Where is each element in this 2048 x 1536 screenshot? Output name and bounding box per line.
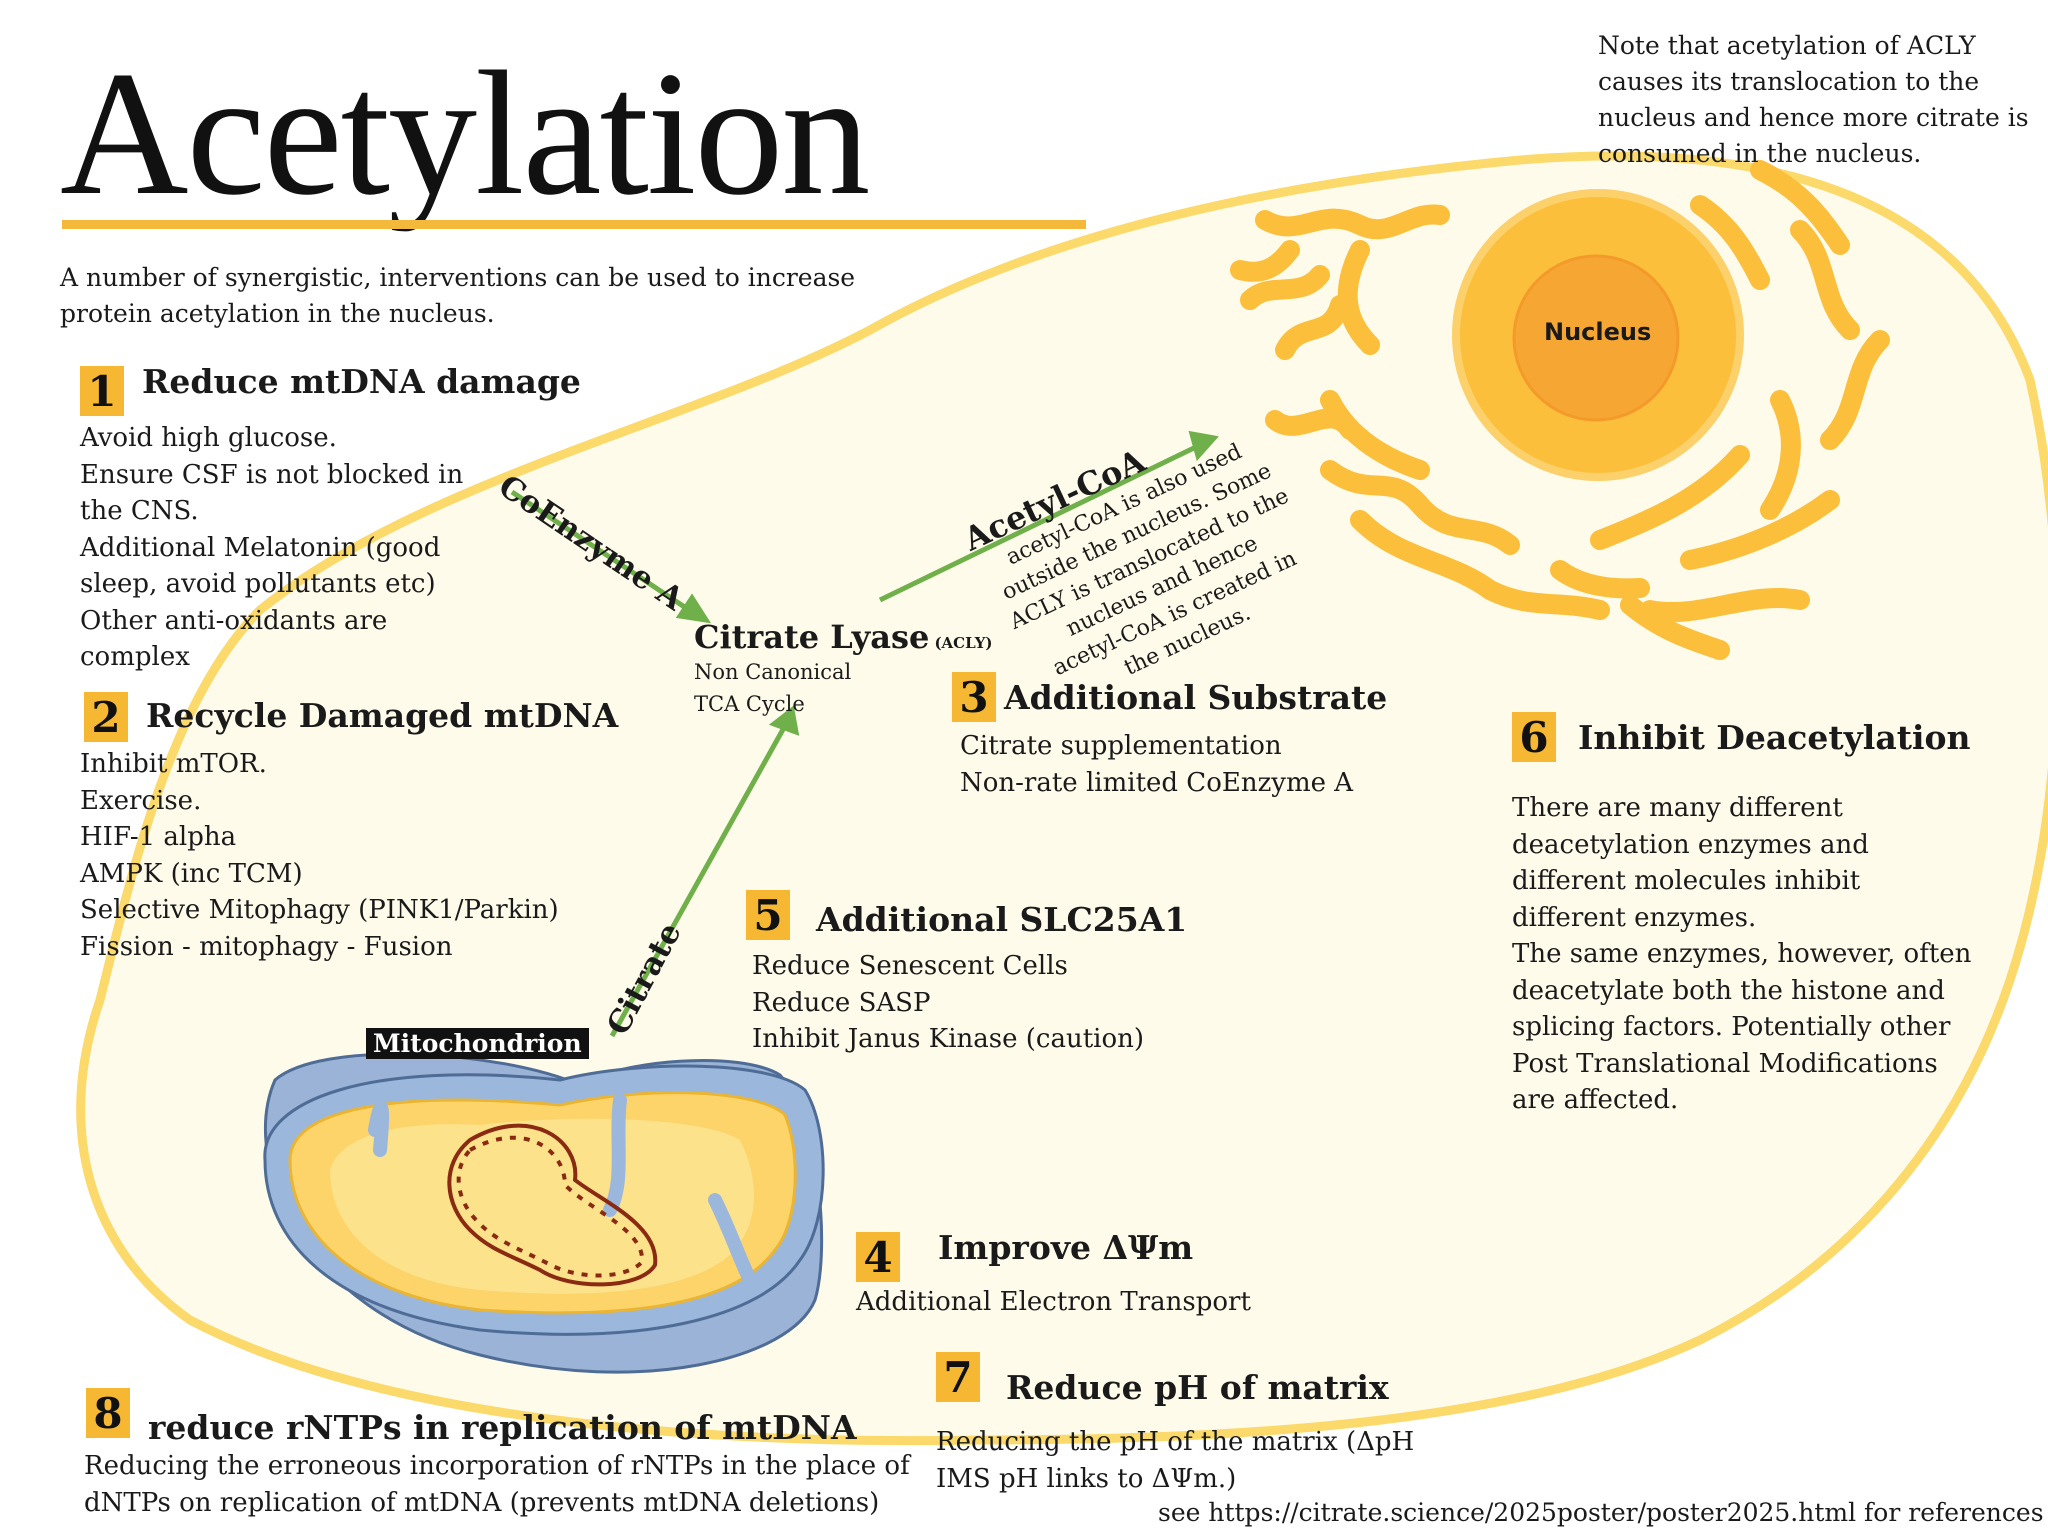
section-6-line: deacetylate both the histone and	[1512, 975, 1945, 1006]
section-5-heading: Additional SLC25A1	[816, 900, 1188, 939]
section-2-line: Inhibit mTOR.	[80, 749, 267, 779]
section-8-body: Reducing the erroneous incorporation of …	[84, 1448, 910, 1521]
section-4-line: Additional Electron Transport	[856, 1287, 1251, 1317]
section-8-line: Reducing the erroneous incorporation of …	[84, 1451, 910, 1481]
section-2-number: 2	[84, 692, 128, 742]
section-6-line: There are many different	[1512, 793, 1843, 823]
section-2-line: Selective Mitophagy (PINK1/Parkin)	[80, 895, 559, 925]
mitochondrion-drawing	[263, 1052, 825, 1374]
nucleus-label: Nucleus	[1544, 318, 1652, 346]
section-8-line: dNTPs on replication of mtDNA (prevents …	[84, 1487, 880, 1518]
section-1-line: Other anti-oxidants are	[80, 605, 388, 636]
page-title: Acetylation	[60, 34, 870, 232]
section-5-line: Reduce SASP	[752, 987, 931, 1018]
intro-line: protein acetylation in the nucleus.	[60, 299, 495, 328]
section-7-line: Reducing the pH of the matrix (ΔpH	[936, 1427, 1415, 1457]
citrate-arrow	[609, 722, 789, 1038]
section-2-body: Inhibit mTOR. Exercise. HIF-1 alpha AMPK…	[80, 746, 559, 965]
note-line: consumed in the nucleus.	[1598, 139, 1922, 168]
acly-label: (ACLY)	[934, 634, 993, 652]
section-5-body: Reduce Senescent Cells Reduce SASP Inhib…	[752, 948, 1144, 1058]
nucleolus	[1512, 254, 1680, 422]
section-2-line: HIF-1 alpha	[80, 822, 237, 852]
section-6-line: Post Translational Modifications	[1512, 1048, 1938, 1079]
section-7-body: Reducing the pH of the matrix (ΔpH IMS p…	[936, 1424, 1414, 1497]
coenzyme-a-arrow	[510, 489, 694, 615]
mitochondrion-label: Mitochondrion	[366, 1028, 589, 1059]
section-4-number: 4	[856, 1232, 900, 1282]
citrate-lyase-block: Citrate Lyase (ACLY) Non Canonical TCA C…	[694, 618, 993, 720]
section-6-line: splicing factors. Potentially other	[1512, 1012, 1951, 1042]
references-footer: see https://citrate.science/2025poster/p…	[1158, 1498, 2044, 1527]
section-5-line: Reduce Senescent Cells	[752, 951, 1068, 981]
citrate-lyase-subtext: Non Canonical TCA Cycle	[694, 656, 993, 720]
section-6-number: 6	[1512, 712, 1556, 762]
citrate-lyase-sub-line: Non Canonical	[694, 660, 852, 684]
section-8-number: 8	[86, 1388, 130, 1438]
note-line: causes its translocation to the	[1598, 67, 1980, 96]
section-7-line: IMS pH links to ΔΨm.)	[936, 1463, 1237, 1494]
section-1-heading: Reduce mtDNA damage	[142, 362, 581, 401]
section-1-line: Additional Melatonin (good	[80, 532, 441, 563]
section-6-line: different enzymes.	[1512, 902, 1757, 933]
section-5-line: Inhibit Janus Kinase (caution)	[752, 1024, 1145, 1054]
section-7-heading: Reduce pH of matrix	[1006, 1368, 1389, 1407]
section-1-body: Avoid high glucose. Ensure CSF is not bl…	[80, 420, 463, 676]
section-4-heading: Improve ΔΨm	[938, 1228, 1194, 1267]
acly-note: Note that acetylation of ACLY causes its…	[1598, 28, 2029, 172]
section-3-number: 3	[952, 672, 996, 722]
section-8-heading: reduce rNTPs in replication of mtDNA	[148, 1408, 857, 1447]
section-3-heading: Additional Substrate	[1004, 678, 1388, 717]
section-1-line: the CNS.	[80, 496, 199, 526]
section-6-body: There are many different deacetylation e…	[1512, 790, 1971, 1119]
intro-line: A number of synergistic, interventions c…	[60, 263, 856, 292]
section-3-line: Citrate supplementation	[960, 731, 1282, 761]
citrate-lyase-label: Citrate Lyase	[694, 618, 930, 656]
arrows	[510, 430, 1219, 1038]
section-6-line: different molecules inhibit	[1512, 866, 1861, 896]
section-4-body: Additional Electron Transport	[856, 1284, 1251, 1321]
section-2-line: Fission - mitophagy - Fusion	[80, 931, 453, 962]
intro-text: A number of synergistic, interventions c…	[60, 260, 855, 332]
section-2-heading: Recycle Damaged mtDNA	[146, 696, 619, 735]
acetyl-coa-arrow	[878, 443, 1200, 603]
section-1-line: complex	[80, 642, 190, 672]
note-line: Note that acetylation of ACLY	[1598, 31, 1976, 60]
section-1-line: Avoid high glucose.	[80, 423, 337, 453]
section-1-number: 1	[80, 366, 124, 416]
note-line: nucleus and hence more citrate is	[1598, 103, 2029, 132]
section-2-line: Exercise.	[80, 785, 202, 816]
section-6-line: The same enzymes, however, often	[1512, 939, 1972, 969]
section-3-line: Non-rate limited CoEnzyme A	[960, 767, 1354, 798]
section-1-line: Ensure CSF is not blocked in	[80, 459, 464, 490]
section-6-line: deacetylation enzymes and	[1512, 829, 1869, 860]
citrate-lyase-sub-line: TCA Cycle	[694, 692, 805, 716]
section-5-number: 5	[746, 890, 790, 940]
section-1-line: sleep, avoid pollutants etc)	[80, 569, 436, 599]
title-underline	[62, 220, 1086, 229]
section-6-line: are affected.	[1512, 1085, 1679, 1115]
section-6-heading: Inhibit Deacetylation	[1578, 718, 1971, 757]
section-7-number: 7	[936, 1352, 980, 1402]
section-3-body: Citrate supplementation Non-rate limited…	[960, 728, 1353, 801]
section-2-line: AMPK (inc TCM)	[80, 858, 303, 889]
endoplasmic-reticulum	[1230, 160, 1890, 660]
